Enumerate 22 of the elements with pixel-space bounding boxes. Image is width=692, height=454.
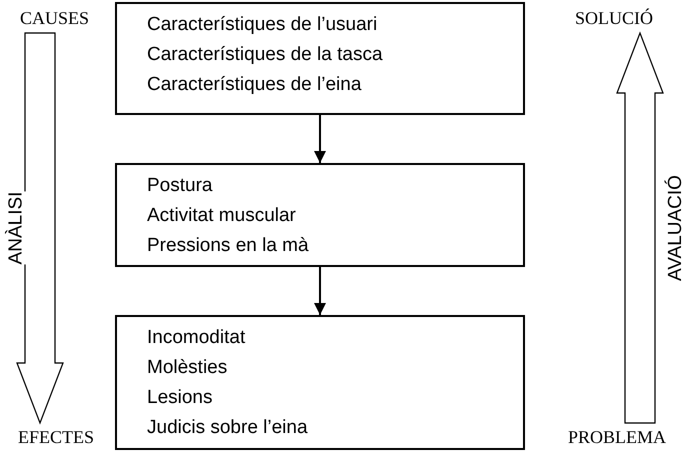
text-box [115,315,525,450]
list-item: Pressions en la mà [147,234,309,258]
heading-label: SOLUCIÓ [575,8,654,29]
arrow [314,267,326,315]
text-box [115,163,525,267]
hollow-arrow [616,31,664,424]
list-item: Molèsties [147,356,228,380]
edge-label: ANÀLISI [6,192,26,264]
heading-label: PROBLEMA [568,427,666,448]
heading-label: EFECTES [18,427,94,448]
list-item: Postura [147,174,212,198]
list-item: Característiques de la tasca [147,43,383,67]
heading-label: CAUSES [20,8,90,29]
list-item: Característiques de l’usuari [147,13,378,37]
list-item: Judicis sobre l’eina [147,416,308,440]
list-item: Activitat muscular [147,204,296,228]
list-item: Lesions [147,386,212,410]
list-item: Incomoditat [147,326,246,350]
list-item: Característiques de l’eina [147,73,362,97]
hollow-arrow [16,32,64,425]
arrow [314,115,326,163]
text-box [115,2,525,115]
